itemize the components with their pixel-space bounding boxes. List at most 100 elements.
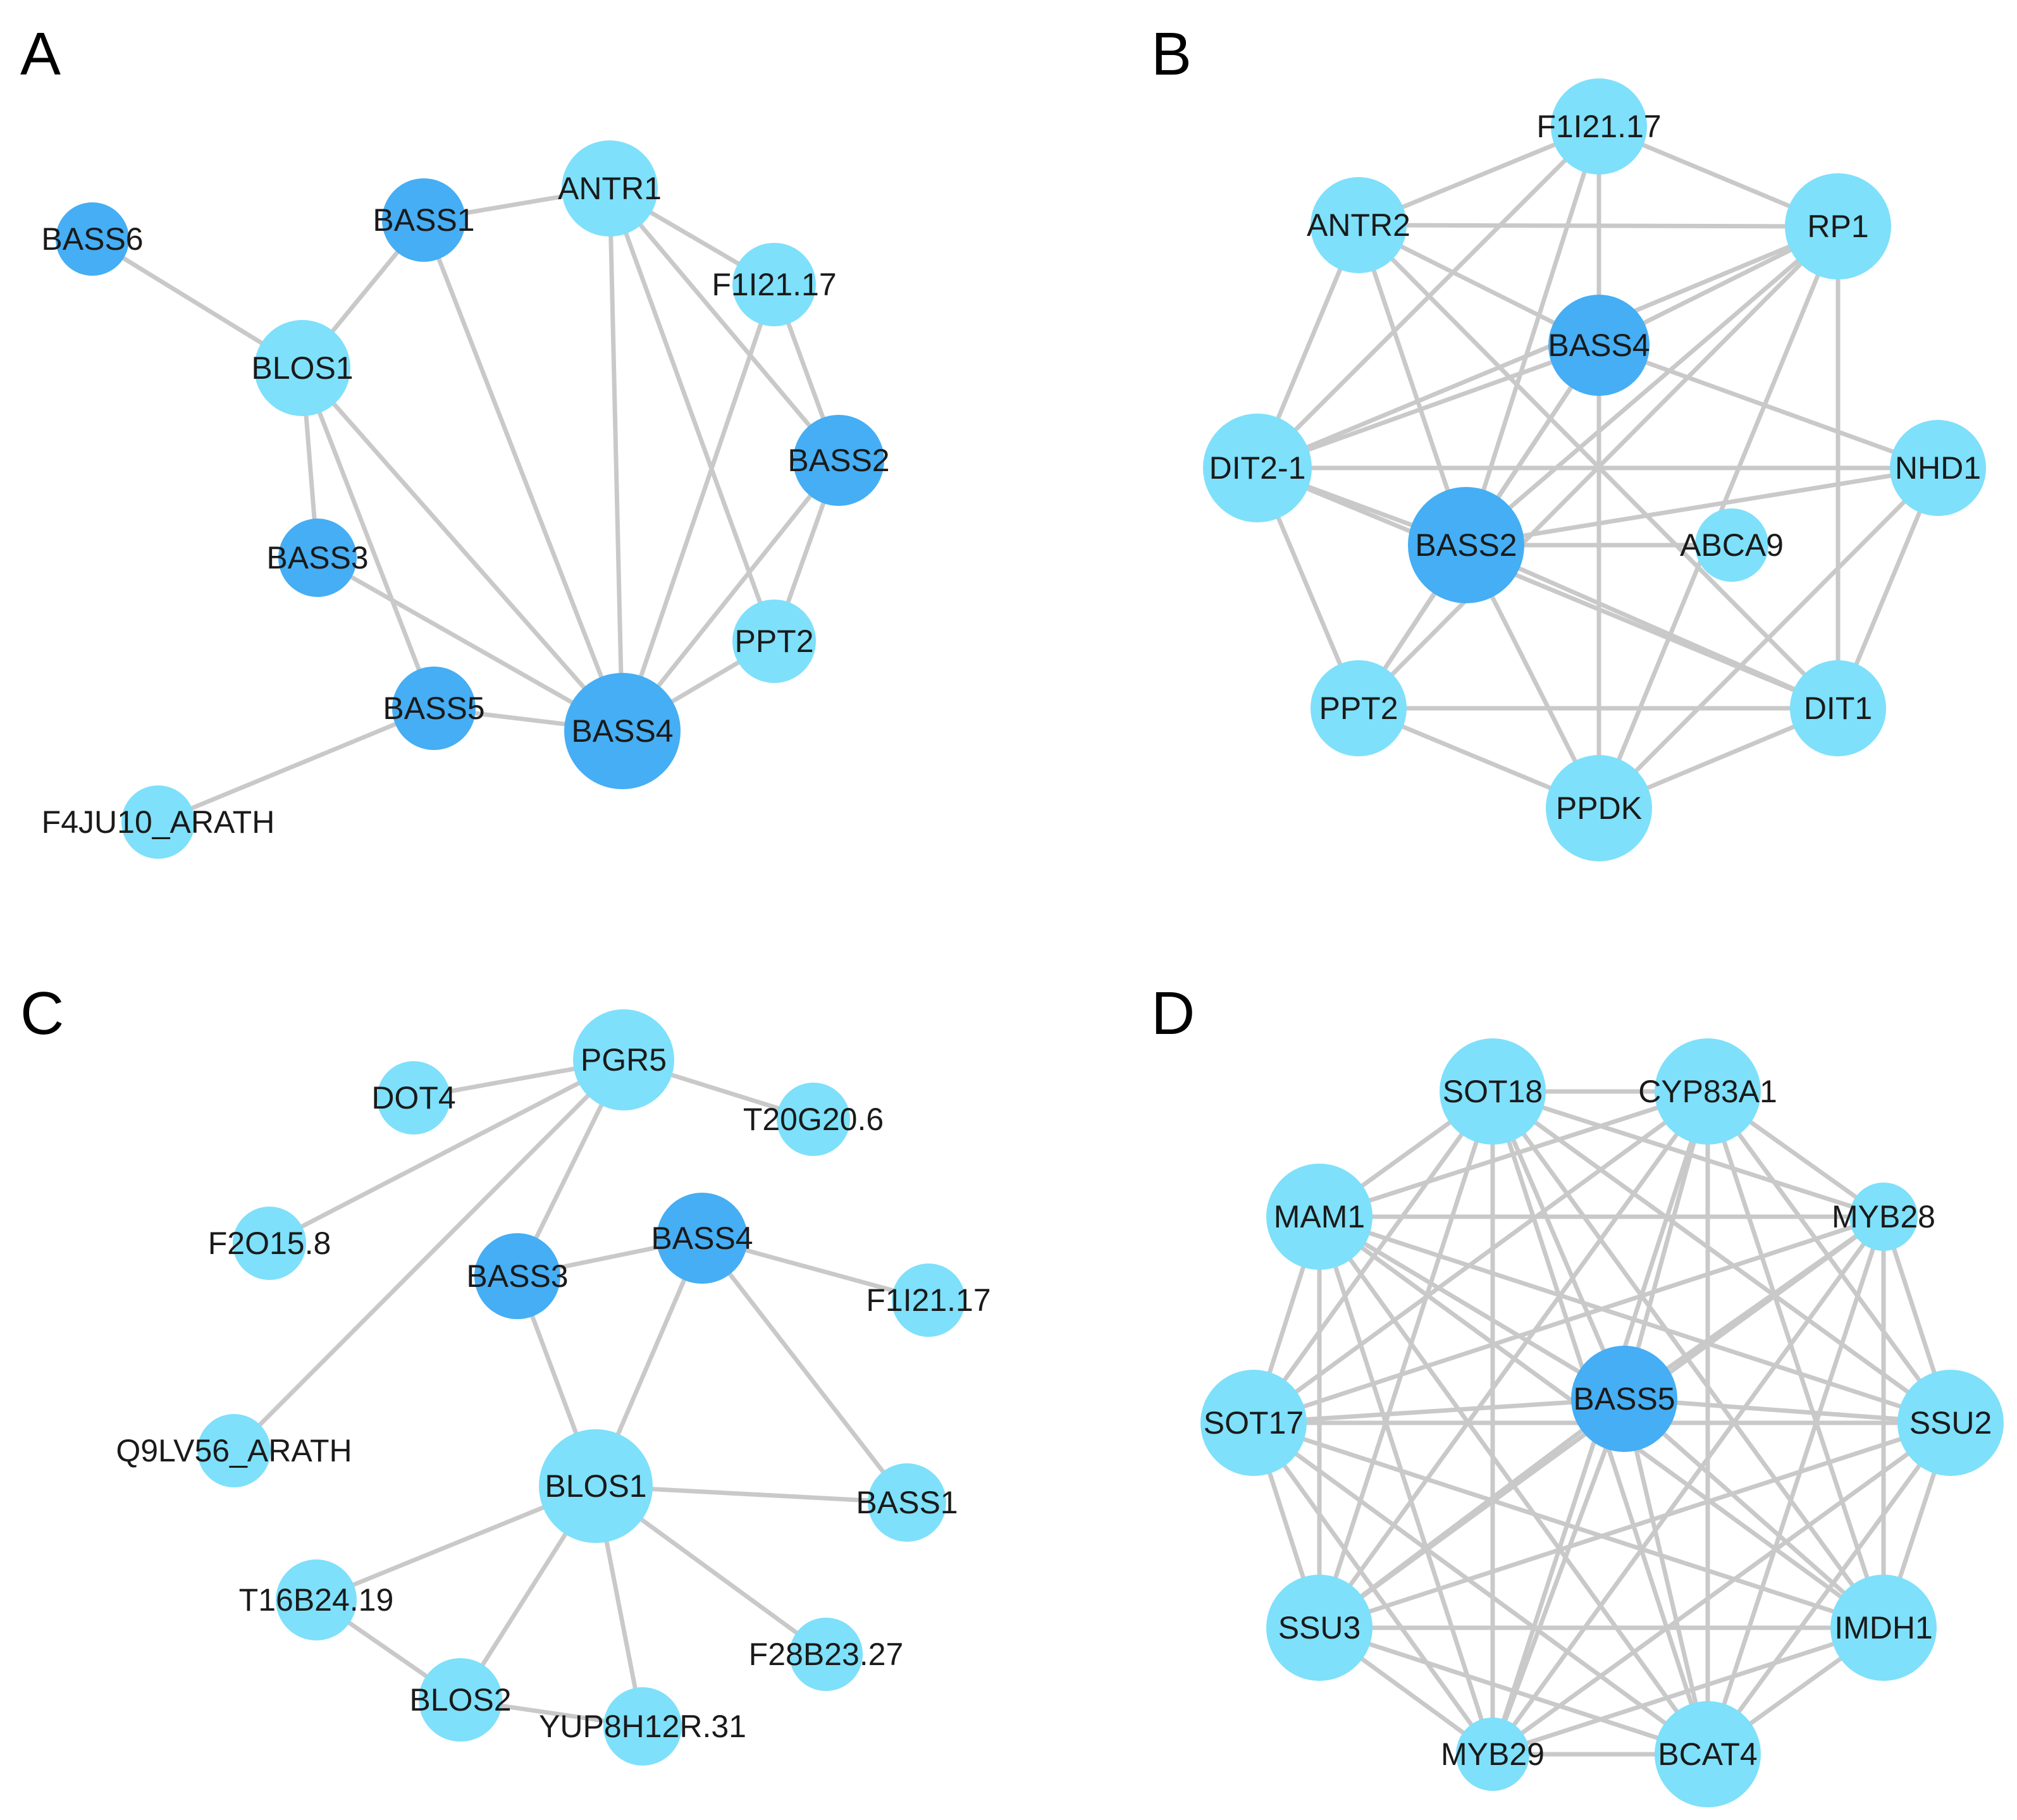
node-circle: [562, 140, 658, 237]
edge-bass5-f4ju10-arath: [157, 706, 435, 825]
node-circle: [793, 415, 884, 506]
node-bass5[interactable]: BASS5: [1571, 1346, 1677, 1452]
node-label: YUP8H12R.31: [539, 1709, 746, 1744]
node-label: PGR5: [581, 1042, 667, 1078]
node-bass3[interactable]: BASS3: [266, 519, 369, 597]
node-bass1[interactable]: BASS1: [856, 1463, 958, 1542]
node-dit2-1[interactable]: DIT2-1: [1203, 414, 1312, 522]
node-f1i21-17[interactable]: F1I21.17: [1536, 78, 1662, 175]
node-f28b23-27[interactable]: F28B23.27: [749, 1618, 904, 1691]
edge-ssu3-bcat4: [1318, 1625, 1709, 1757]
edge-antr2-rp1: [1358, 223, 1839, 229]
node-label: T16B24.19: [239, 1582, 394, 1618]
node-circle: [1440, 1038, 1546, 1145]
node-bass3[interactable]: BASS3: [466, 1233, 569, 1319]
edge-sot17-imdh1: [1252, 1420, 1885, 1630]
edge-bass3-bass4: [316, 555, 624, 734]
node-dit1[interactable]: DIT1: [1790, 660, 1886, 756]
edge-rp1-dit2-1: [1256, 224, 1839, 470]
node-sot18[interactable]: SOT18: [1440, 1038, 1546, 1145]
node-dot4[interactable]: DOT4: [371, 1061, 456, 1134]
node-bass4[interactable]: BASS4: [1548, 295, 1650, 396]
node-f1i21-17[interactable]: F1I21.17: [866, 1264, 991, 1337]
node-label: BASS2: [787, 443, 889, 478]
node-antr2[interactable]: ANTR2: [1307, 177, 1410, 273]
node-circle: [892, 1264, 965, 1337]
node-sot17[interactable]: SOT17: [1200, 1370, 1307, 1476]
edge-blos1-bass4: [300, 366, 624, 733]
node-circle: [1311, 177, 1407, 273]
node-circle: [1200, 1370, 1307, 1476]
node-ssu3[interactable]: SSU3: [1266, 1575, 1372, 1681]
node-mam1[interactable]: MAM1: [1266, 1164, 1372, 1270]
edge-myb28-bcat4: [1705, 1215, 1886, 1755]
node-abca9[interactable]: ABCA9: [1680, 508, 1784, 582]
node-blos1[interactable]: BLOS1: [539, 1429, 653, 1543]
node-bass1[interactable]: BASS1: [373, 178, 475, 262]
node-f2o15-8[interactable]: F2O15.8: [208, 1207, 331, 1280]
node-bass2[interactable]: BASS2: [1408, 487, 1524, 603]
node-bass6[interactable]: BASS6: [41, 202, 144, 276]
node-ssu2[interactable]: SSU2: [1897, 1370, 2004, 1476]
node-label: NHD1: [1895, 450, 1981, 486]
node-label: IMDH1: [1834, 1610, 1933, 1645]
edge-antr1-ppt2: [607, 187, 777, 643]
node-ppt2[interactable]: PPT2: [732, 599, 816, 683]
node-bass5[interactable]: BASS5: [383, 667, 485, 750]
node-blos1[interactable]: BLOS1: [251, 320, 354, 416]
node-label: BASS6: [41, 221, 143, 257]
edge-imdh1-myb29: [1491, 1625, 1885, 1757]
node-circle: [1890, 420, 1986, 516]
edge-ssu2-bcat4: [1706, 1421, 1952, 1756]
node-pgr5[interactable]: PGR5: [573, 1009, 674, 1110]
node-cyp83a1[interactable]: CYP83A1: [1638, 1038, 1777, 1145]
node-f1i21-17[interactable]: F1I21.17: [712, 243, 837, 326]
node-label: ANTR1: [558, 171, 662, 206]
edge-bass5-ssu2: [1624, 1396, 1951, 1425]
panel-c-letter: C: [20, 980, 64, 1047]
node-label: BASS5: [1573, 1381, 1675, 1417]
node-myb28[interactable]: MYB28: [1832, 1183, 1935, 1251]
node-label: SSU3: [1278, 1610, 1361, 1645]
node-circle: [1830, 1575, 1937, 1681]
node-circle: [573, 1009, 674, 1110]
node-f4ju10-arath[interactable]: F4JU10_ARATH: [42, 785, 275, 859]
node-bass4[interactable]: BASS4: [564, 673, 681, 789]
node-myb29[interactable]: MYB29: [1441, 1718, 1545, 1791]
node-q9lv56-arath[interactable]: Q9LV56_ARATH: [116, 1414, 352, 1487]
node-circle: [789, 1618, 863, 1691]
node-label: BASS3: [466, 1258, 568, 1294]
node-bass2[interactable]: BASS2: [787, 415, 890, 506]
node-bcat4[interactable]: BCAT4: [1655, 1701, 1761, 1807]
node-blos2[interactable]: BLOS2: [409, 1658, 512, 1742]
node-label: F1I21.17: [1536, 109, 1661, 144]
node-label: BASS5: [383, 691, 484, 726]
node-label: PPDK: [1556, 790, 1642, 826]
node-bass4[interactable]: BASS4: [651, 1193, 753, 1284]
node-t20g20-6[interactable]: T20G20.6: [743, 1083, 884, 1156]
node-ppdk[interactable]: PPDK: [1546, 755, 1652, 861]
node-circle: [1897, 1370, 2004, 1476]
node-label: BASS2: [1415, 527, 1517, 563]
node-circle: [419, 1658, 502, 1742]
edge-pgr5-f2o15-8: [268, 1057, 625, 1246]
node-antr1[interactable]: ANTR1: [558, 140, 662, 237]
node-label: BLOS1: [545, 1468, 646, 1504]
node-circle: [1203, 414, 1312, 522]
node-circle: [233, 1207, 306, 1280]
node-circle: [539, 1429, 653, 1543]
node-label: F1I21.17: [866, 1282, 990, 1318]
edge-sot18-bass5: [1490, 1090, 1627, 1400]
node-label: ANTR2: [1307, 207, 1410, 243]
node-label: MYB29: [1441, 1737, 1545, 1772]
node-t16b24-19[interactable]: T16B24.19: [239, 1559, 394, 1640]
node-nhd1[interactable]: NHD1: [1890, 420, 1986, 516]
node-imdh1[interactable]: IMDH1: [1830, 1575, 1937, 1681]
node-circle: [1456, 1718, 1529, 1791]
node-rp1[interactable]: RP1: [1785, 173, 1891, 280]
node-yup8h12r-31[interactable]: YUP8H12R.31: [539, 1687, 746, 1766]
node-ppt2[interactable]: PPT2: [1311, 660, 1407, 756]
node-circle: [1551, 78, 1647, 175]
